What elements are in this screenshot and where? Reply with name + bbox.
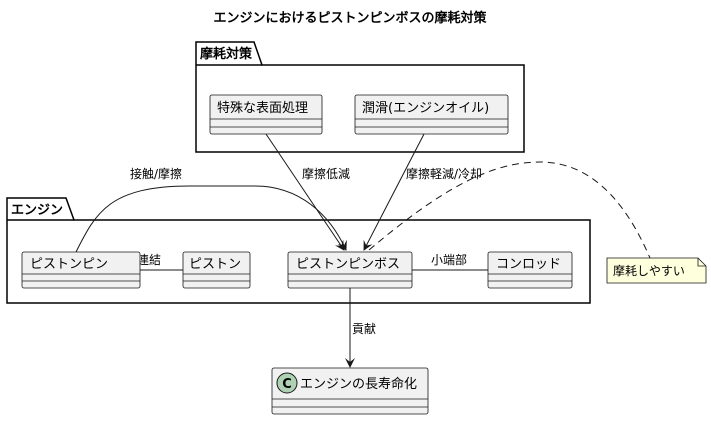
class-conrod: コンロッド [487,251,573,289]
edge-label-contribution: 貢献 [352,321,376,336]
package-engine: エンジン [6,197,591,304]
edge-label-small-end: 小端部 [431,252,467,267]
class-stereotype-letter: C [282,377,292,392]
package-label-countermeasures: 摩耗対策 [200,46,253,62]
note-wear-prone: 摩耗しやすい [606,257,707,284]
note-connector [368,161,651,259]
edge-label-contact-friction: 接触/摩擦 [130,166,182,181]
class-piston-pin-boss: ピストンピンボス [287,251,413,289]
class-label-surface-treatment: 特殊な表面処理 [217,101,308,116]
class-label-piston-pin: ピストンピン [30,257,108,272]
edge-label-friction-reduction-cooling: 摩擦軽減/冷却 [406,166,482,181]
class-piston: ピストン [182,251,251,289]
class-label-conrod: コンロッド [496,257,561,272]
package-countermeasures: 摩耗対策 [195,41,525,153]
class-label-piston: ピストン [189,257,241,272]
edge-label-friction-reduction: 摩擦低減 [302,166,350,181]
class-label-engine-longevity: エンジンの長寿命化 [300,376,417,392]
edge-label-connection: 連結 [137,253,161,267]
edge-friction-reduction-cooling [363,133,425,251]
class-lubrication: 潤滑(エンジンオイル) [354,94,509,135]
class-engine-longevity: C エンジンの長寿命化 [271,367,429,415]
class-label-lubrication: 潤滑(エンジンオイル) [362,101,489,116]
edges: 接触/摩擦 摩擦低減 摩擦軽減/冷却 連結 小端部 貢献 [75,133,651,368]
note-fold-icon [697,258,706,267]
package-label-engine: エンジン [11,203,63,218]
diagram-title: エンジンにおけるピストンピンボスの摩耗対策 [213,10,487,26]
class-surface-treatment: 特殊な表面処理 [209,94,323,135]
class-stereotype-circle-icon [276,372,298,394]
note-text: 摩耗しやすい [613,263,685,278]
class-label-piston-pin-boss: ピストンピンボス [296,257,400,272]
edge-friction-reduction [265,133,345,251]
edge-contact-friction [75,185,347,253]
class-piston-pin: ピストンピン [21,251,141,289]
